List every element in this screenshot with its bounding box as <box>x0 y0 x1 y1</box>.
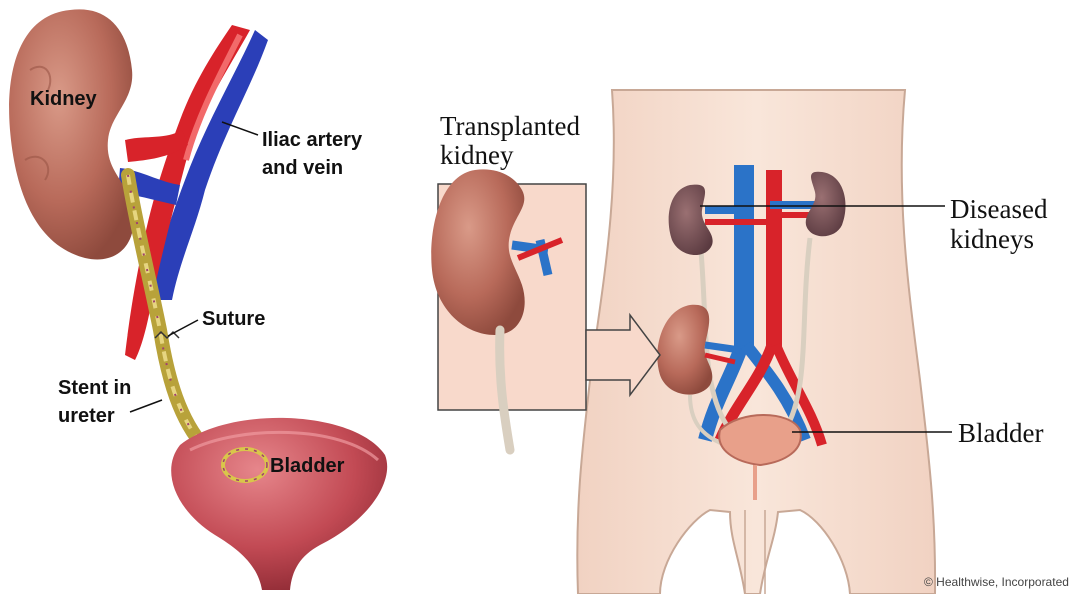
stent-leader-line <box>130 400 162 412</box>
copyright-credit: © Healthwise, Incorporated <box>924 575 1069 589</box>
label-right-bladder: Bladder <box>958 418 1043 448</box>
label-iliac-line2: and vein <box>262 156 343 180</box>
aorta <box>766 170 782 350</box>
label-diseased-line1: Diseased <box>950 194 1047 224</box>
label-diseased-line2: kidneys <box>950 224 1034 254</box>
label-kidney: Kidney <box>30 87 97 111</box>
left-kidney <box>9 9 134 259</box>
label-iliac-line1: Iliac artery <box>262 128 362 152</box>
label-stent-line1: Stent in <box>58 376 131 400</box>
suture-leader-line <box>168 320 198 336</box>
label-suture: Suture <box>202 307 265 331</box>
vena-cava <box>734 165 754 350</box>
label-stent-line2: ureter <box>58 404 115 428</box>
label-transplanted-line1: Transplanted <box>440 111 580 141</box>
label-transplanted-line2: kidney <box>440 140 514 170</box>
label-left-bladder: Bladder <box>270 454 344 478</box>
